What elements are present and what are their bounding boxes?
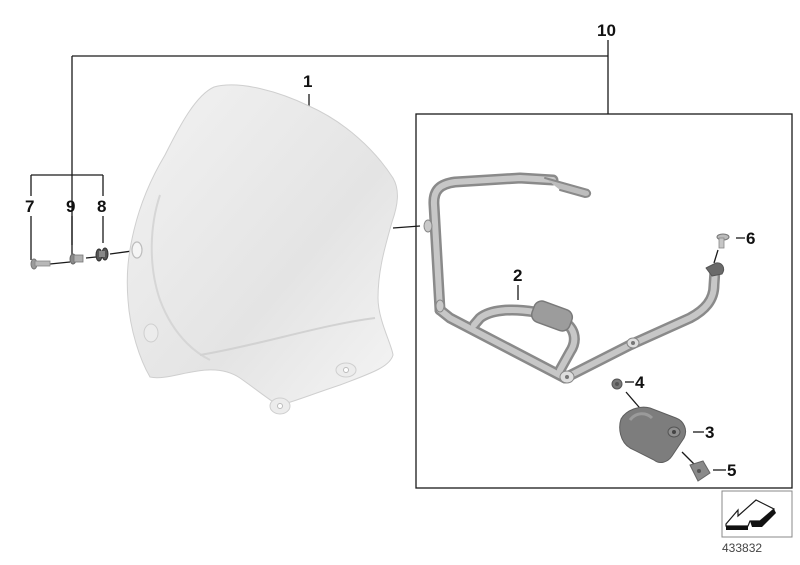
windshield-part <box>126 84 398 415</box>
spacer-sleeve-part-9 <box>69 253 84 265</box>
assembly-leader-lines <box>30 40 793 489</box>
screw-part-6 <box>716 233 730 249</box>
screw-part-4 <box>611 378 623 390</box>
rubber-grommet-part-8 <box>95 247 109 262</box>
callout-8[interactable]: 8 <box>97 197 107 216</box>
callout-3[interactable]: 3 <box>705 423 715 442</box>
callout-10[interactable]: 10 <box>597 21 616 40</box>
back-arrow-icon[interactable] <box>721 490 793 538</box>
callout-9[interactable]: 9 <box>66 197 76 216</box>
screw-part-7 <box>30 258 51 270</box>
callout-6[interactable]: 6 <box>746 229 756 248</box>
callout-4[interactable]: 4 <box>635 373 645 392</box>
mounting-bracket-part <box>423 172 725 384</box>
callout-7[interactable]: 7 <box>25 197 35 216</box>
diagram-reference-number: 433832 <box>722 541 763 555</box>
callout-1[interactable]: 1 <box>303 72 313 91</box>
callout-2[interactable]: 2 <box>513 266 523 285</box>
clamp-part-3 <box>619 406 687 464</box>
nut-part-5 <box>689 460 711 482</box>
callout-5[interactable]: 5 <box>727 461 737 480</box>
